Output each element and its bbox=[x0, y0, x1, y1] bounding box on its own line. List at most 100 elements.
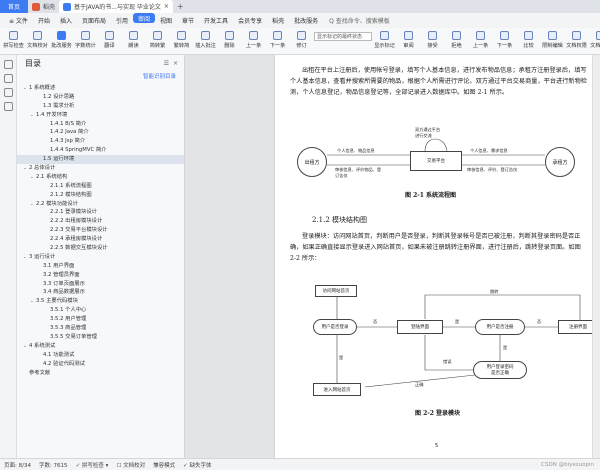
menu-item[interactable]: 开始 bbox=[37, 18, 50, 25]
toc-item[interactable]: 3.5.3 商品管理 bbox=[17, 324, 184, 333]
toc-item[interactable]: 2.2.1 登录模块设计 bbox=[17, 208, 184, 217]
toc-item[interactable]: ⌄2 总体设计 bbox=[17, 164, 184, 173]
toolbar-button[interactable]: 朗读 bbox=[122, 31, 145, 49]
toc-icon[interactable] bbox=[4, 60, 13, 69]
toc-item[interactable]: 2.2.5 数据交互模块设计 bbox=[17, 244, 184, 253]
smart-toc-button[interactable]: 智能识别目录 bbox=[142, 74, 176, 80]
toc-item[interactable]: 4.2 验证代码测试 bbox=[17, 360, 184, 369]
toc-item[interactable]: 1.2 设计思路 bbox=[17, 93, 184, 102]
bookmark-icon[interactable] bbox=[4, 74, 13, 83]
toc-item[interactable]: 2.2.2 出租房模块设计 bbox=[17, 217, 184, 226]
toolbar-button[interactable]: 文档认证 bbox=[589, 31, 600, 49]
toc-item[interactable]: 1.5 运行环境 bbox=[17, 155, 184, 165]
tab-docer[interactable]: 稻壳 bbox=[28, 0, 59, 13]
toc-item[interactable]: ⌄2.2 模块功能设计 bbox=[17, 200, 184, 209]
expand-icon[interactable]: ⌄ bbox=[23, 166, 27, 172]
toc-item[interactable]: 2.2.4 承租房模块设计 bbox=[17, 235, 184, 244]
expand-icon[interactable]: ⌄ bbox=[30, 112, 34, 118]
toolbar-button[interactable]: 简转繁 bbox=[146, 31, 169, 49]
search-command-box[interactable]: Q 查找命令、搜索模板 bbox=[329, 18, 390, 25]
toolbar-button[interactable]: 比较 bbox=[517, 31, 540, 49]
toolbar-button[interactable]: 下一条 bbox=[266, 31, 289, 49]
close-icon[interactable]: × bbox=[172, 59, 178, 67]
menu-item[interactable]: 开发工具 bbox=[204, 18, 229, 25]
toc-item[interactable]: 2.1.1 系统流程图 bbox=[17, 182, 184, 191]
markup-display-select[interactable]: 显示标记的最终状态 bbox=[314, 32, 372, 41]
toc-item[interactable]: 1.4.4 SpringMVC 简介 bbox=[17, 146, 184, 155]
toc-item[interactable]: 1.4.3 Jsp 简介 bbox=[17, 137, 184, 146]
toc-item[interactable]: ⌄4 系统测试 bbox=[17, 342, 184, 351]
home-tab[interactable]: 首页 bbox=[0, 0, 28, 13]
toolbar-button[interactable]: 拒绝 bbox=[445, 31, 468, 49]
spell-check-toggle[interactable]: ✓ 拼写检查 ▾ bbox=[75, 462, 109, 469]
expand-icon[interactable]: ⌄ bbox=[23, 343, 27, 349]
toc-item[interactable]: ⌄1.4 开发环境 bbox=[17, 111, 184, 120]
tool-icon bbox=[105, 31, 114, 40]
chapter-icon[interactable] bbox=[4, 88, 13, 97]
toolbar-button[interactable]: 限制编辑 bbox=[541, 31, 564, 49]
word-count[interactable]: 字数: 7615 bbox=[38, 462, 68, 469]
toolbar-button[interactable]: 接受 bbox=[421, 31, 444, 49]
page-count: 页面: 8/34 bbox=[4, 462, 31, 469]
proofread-toggle[interactable]: ☐ 文档校对 bbox=[116, 462, 146, 469]
toc-item[interactable]: 3.1 用户界面 bbox=[17, 262, 184, 271]
expand-icon[interactable]: ⌄ bbox=[23, 254, 27, 260]
menu-item[interactable]: 页面布局 bbox=[81, 18, 106, 25]
toolbar-button[interactable]: 文档权限 bbox=[565, 31, 588, 49]
toolbar-button[interactable]: 繁转简 bbox=[170, 31, 193, 49]
find-icon[interactable] bbox=[4, 102, 13, 111]
toolbar-button[interactable]: 删除 bbox=[218, 31, 241, 49]
toc-item[interactable]: 3.3 订单页面展示 bbox=[17, 280, 184, 289]
vertical-scrollbar[interactable] bbox=[592, 55, 600, 458]
close-icon[interactable]: × bbox=[163, 3, 169, 10]
missing-font[interactable]: ✓ 缺失字体 bbox=[183, 462, 212, 469]
toc-item[interactable]: 3.5.1 个人中心 bbox=[17, 306, 184, 315]
toc-item[interactable]: ⌄3 运行设计 bbox=[17, 253, 184, 262]
toc-label: 2.1 系统结构 bbox=[36, 173, 68, 180]
toolbar-button[interactable]: 拼写检查 bbox=[2, 31, 25, 49]
toc-item[interactable]: 1.4.2 Java 简介 bbox=[17, 128, 184, 137]
menu-item[interactable]: 稻壳 bbox=[272, 18, 285, 25]
toc-item[interactable]: 1.4.1 B/S 简介 bbox=[17, 120, 184, 129]
toolbar-button[interactable]: 上一条 bbox=[469, 31, 492, 49]
toolbar-button[interactable]: 字数统计 bbox=[74, 31, 97, 49]
tab-document[interactable]: 基于JAVA的书...与实现 毕业论文 × bbox=[59, 0, 173, 13]
toolbar-button[interactable]: 批改服务 bbox=[50, 31, 73, 49]
toolbar-button[interactable]: 下一条 bbox=[493, 31, 516, 49]
new-tab-button[interactable]: + bbox=[176, 2, 184, 11]
toc-item[interactable]: 3.5.2 用户管理 bbox=[17, 315, 184, 324]
toolbar-button[interactable]: 显示标记 bbox=[373, 31, 396, 49]
filter-icon[interactable]: ☰ bbox=[163, 59, 169, 67]
toc-label: 2.2 模块功能设计 bbox=[36, 200, 78, 207]
menu-item[interactable]: 插入 bbox=[59, 18, 72, 25]
menu-item[interactable]: 视图 bbox=[160, 18, 173, 25]
toc-item[interactable]: ⌄2.1 系统结构 bbox=[17, 173, 184, 182]
menu-item[interactable]: 引用 bbox=[115, 18, 128, 25]
toc-item[interactable]: 2.2.3 交易平台模块设计 bbox=[17, 226, 184, 235]
toc-item[interactable]: 参考文献 bbox=[17, 369, 184, 378]
toolbar-button[interactable]: 修订 bbox=[290, 31, 313, 49]
toc-item[interactable]: ⌄3.5 主要代码模块 bbox=[17, 297, 184, 306]
toolbar-button[interactable]: 文档校对 bbox=[26, 31, 49, 49]
toolbar-button[interactable]: 翻译 bbox=[98, 31, 121, 49]
toc-item[interactable]: 3.2 管理员界面 bbox=[17, 271, 184, 280]
menu-item[interactable]: ≡ 文件 bbox=[9, 18, 28, 25]
expand-icon[interactable]: ⌄ bbox=[30, 299, 34, 305]
expand-icon[interactable]: ⌄ bbox=[30, 174, 34, 180]
toolbar-button[interactable]: 插入批注 bbox=[194, 31, 217, 49]
menu-item[interactable]: 批改服务 bbox=[294, 18, 319, 25]
menu-item[interactable]: 会员专享 bbox=[238, 18, 263, 25]
menu-item[interactable]: 审阅 bbox=[133, 13, 156, 23]
toc-item[interactable]: ⌄1 系统概述 bbox=[17, 84, 184, 93]
tool-icon bbox=[476, 31, 485, 40]
expand-icon[interactable]: ⌄ bbox=[23, 86, 27, 91]
expand-icon[interactable]: ⌄ bbox=[30, 201, 34, 207]
toc-item[interactable]: 2.1.2 模块结构图 bbox=[17, 191, 184, 200]
toc-item[interactable]: 1.3 需求分析 bbox=[17, 102, 184, 111]
toc-item[interactable]: 4.1 功能测试 bbox=[17, 351, 184, 360]
menu-item[interactable]: 章节 bbox=[182, 18, 195, 25]
toc-item[interactable]: 3.5.5 交易订单管理 bbox=[17, 333, 184, 342]
toc-item[interactable]: 3.4 商品数据展示 bbox=[17, 288, 184, 297]
toolbar-button[interactable]: 上一条 bbox=[242, 31, 265, 49]
toolbar-button[interactable]: 审阅 bbox=[397, 31, 420, 49]
